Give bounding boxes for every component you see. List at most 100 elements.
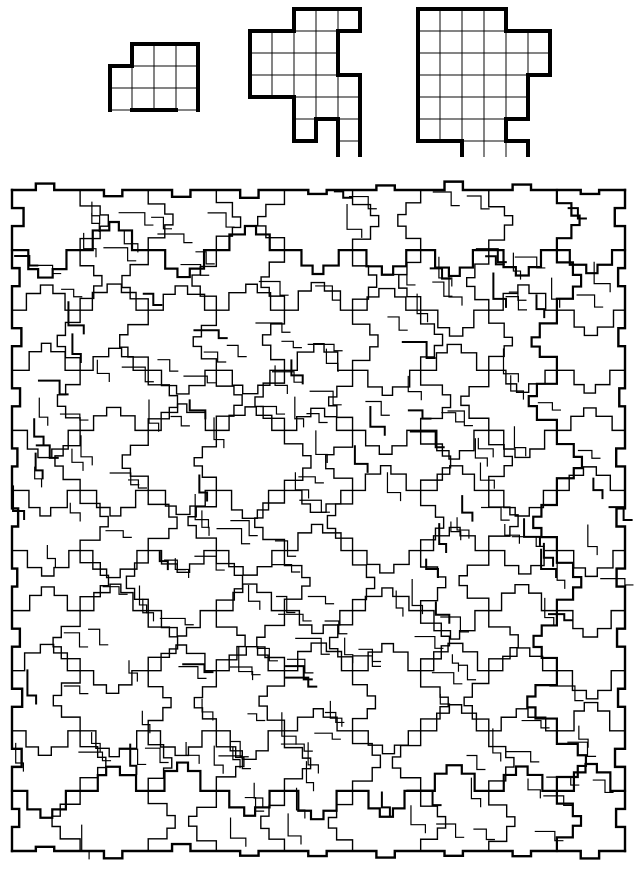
tile-edge bbox=[522, 721, 549, 728]
tile-edge bbox=[316, 286, 341, 300]
tile-edge bbox=[248, 714, 265, 721]
tile-edge bbox=[441, 617, 469, 632]
tile-edge bbox=[34, 419, 43, 444]
polyomino-cell bbox=[250, 31, 272, 53]
tile-edge bbox=[97, 360, 109, 381]
tile-edge bbox=[276, 541, 296, 556]
tile-edge bbox=[482, 508, 509, 521]
tile-edge bbox=[437, 824, 464, 837]
tile-edge bbox=[12, 182, 625, 198]
tile-edge bbox=[64, 686, 87, 694]
polyomino-cell bbox=[440, 9, 462, 31]
polyomino-cell bbox=[484, 9, 506, 31]
polyomino-cell bbox=[154, 44, 176, 66]
tile-edge bbox=[300, 500, 329, 512]
tile-edge bbox=[12, 404, 625, 459]
polyomino-cell bbox=[484, 75, 506, 97]
tile-edge bbox=[231, 818, 246, 846]
tile-edge bbox=[550, 686, 583, 701]
polyomino-cell bbox=[154, 66, 176, 88]
tile-edge bbox=[12, 283, 625, 337]
tile-edge bbox=[452, 655, 458, 671]
tile-edge bbox=[106, 531, 131, 538]
tile-edge bbox=[544, 544, 553, 566]
tile-edge bbox=[538, 403, 560, 410]
tile-edge bbox=[411, 432, 444, 448]
tile-edge bbox=[436, 603, 449, 623]
polyomino-cell bbox=[462, 53, 484, 75]
polyomino-cell bbox=[338, 141, 360, 157]
tile-edge bbox=[12, 190, 24, 851]
polyomino-cell bbox=[462, 141, 484, 157]
tile-edge bbox=[255, 190, 311, 851]
tile-edge bbox=[231, 742, 248, 757]
tile-edge bbox=[315, 733, 340, 739]
tile-edge bbox=[15, 256, 37, 265]
tile-edge bbox=[64, 633, 87, 647]
polyomino-cell bbox=[294, 119, 316, 141]
tile-edge bbox=[355, 446, 368, 472]
polyomino-cell bbox=[484, 53, 506, 75]
polyomino-cell bbox=[418, 97, 440, 119]
polyomino-cell bbox=[484, 119, 506, 141]
polyomino-cell bbox=[272, 53, 294, 75]
tile-edge bbox=[231, 667, 260, 675]
tile-edge bbox=[527, 190, 586, 851]
tile-edge bbox=[89, 629, 108, 645]
polyomino-cell bbox=[418, 31, 440, 53]
polyomino-cell bbox=[440, 75, 462, 97]
tile-edge bbox=[12, 584, 625, 639]
tiling-canvas bbox=[0, 180, 639, 869]
polyomino-cell bbox=[272, 75, 294, 97]
tile-edge bbox=[493, 729, 501, 761]
tile-edge bbox=[493, 273, 506, 306]
tile-edge bbox=[535, 831, 563, 840]
tile-edge bbox=[110, 473, 138, 485]
tile-edge bbox=[417, 294, 427, 321]
tile-edge bbox=[82, 825, 89, 858]
polyomino-cell bbox=[462, 75, 484, 97]
tile-edge bbox=[190, 400, 206, 418]
tile-edge bbox=[202, 699, 213, 720]
tile-edge bbox=[478, 438, 493, 456]
tile-edge bbox=[433, 192, 459, 206]
tile-edge bbox=[12, 703, 625, 760]
tile-edge bbox=[214, 746, 223, 773]
tile-edge bbox=[387, 473, 400, 501]
polyomino-cell bbox=[250, 53, 272, 75]
tile-edge bbox=[588, 525, 597, 554]
tile-edge bbox=[84, 233, 96, 256]
polyomino-cell bbox=[440, 119, 462, 141]
polyomino-cell bbox=[418, 119, 440, 141]
tile-edge bbox=[282, 341, 301, 347]
polyomino-cell bbox=[440, 97, 462, 119]
tile-edge bbox=[545, 598, 554, 625]
tile-edge bbox=[382, 793, 390, 816]
polyomino-cell bbox=[506, 75, 528, 97]
tile-edge bbox=[350, 197, 377, 209]
polyomino-cell bbox=[132, 44, 154, 66]
tile-edge bbox=[227, 345, 246, 356]
polyomino-cell bbox=[316, 31, 338, 53]
polyomino-cell bbox=[316, 75, 338, 97]
tile-edge bbox=[152, 217, 172, 229]
tile-edge bbox=[325, 621, 347, 634]
tile-edge bbox=[149, 400, 159, 431]
tile-edge bbox=[47, 546, 55, 567]
polyomino-cell bbox=[440, 53, 462, 75]
tile-edge bbox=[471, 778, 480, 806]
polyomino-cell bbox=[316, 53, 338, 75]
polyomino-stage-2 bbox=[246, 5, 368, 157]
tile-edge bbox=[12, 343, 625, 395]
tile-edge bbox=[27, 670, 36, 703]
polyomino-cell bbox=[316, 97, 338, 119]
tile-edge bbox=[279, 614, 311, 621]
polyomino-cell bbox=[338, 9, 360, 31]
polyomino-cell bbox=[338, 119, 360, 141]
polyomino-cell bbox=[506, 53, 528, 75]
polyomino-cell bbox=[250, 75, 272, 97]
polyomino-stage-3 bbox=[414, 5, 580, 157]
tile-edge bbox=[388, 317, 407, 330]
tile-edge bbox=[104, 248, 136, 261]
tile-edge bbox=[392, 190, 450, 851]
